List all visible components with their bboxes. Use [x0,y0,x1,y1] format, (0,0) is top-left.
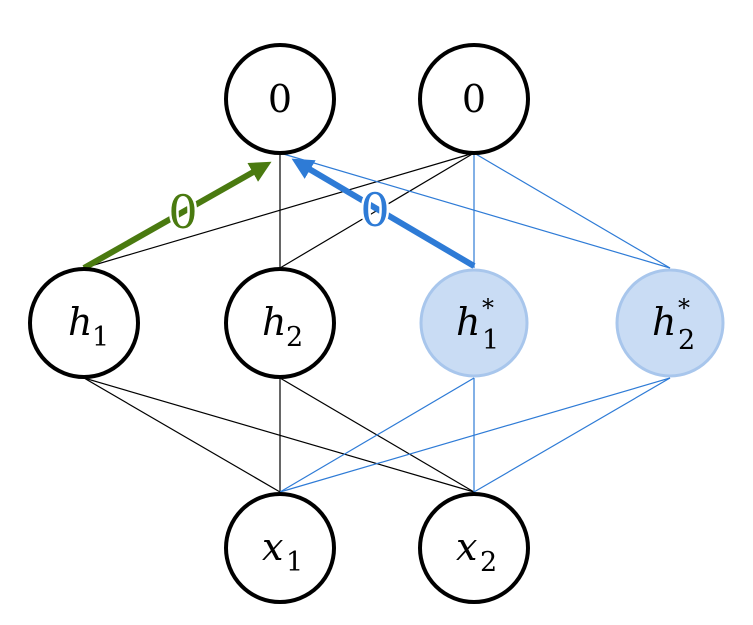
svg-text:h: h [456,300,480,344]
svg-text:h: h [262,300,286,344]
blue-edge-label: 0 [360,183,389,237]
svg-text:h: h [652,300,676,344]
h2-sub: 2 [286,322,303,353]
h2-base: h [262,300,286,344]
output-node-1: 0 [224,43,336,155]
x1-base: x [262,525,283,569]
blue-arrow [291,158,476,269]
input-node-x1: x 1 [224,492,336,604]
edge-h1-x2 [83,377,475,493]
edge-h2s-out1 [279,152,671,269]
svg-text:x: x [262,525,283,569]
output-node-1-label: 0 [268,77,292,121]
edge-h2s-x2 [473,377,671,493]
h1-sub: 1 [92,322,109,353]
output-node-2: 0 [418,43,530,155]
edge-h1-out2 [83,152,475,269]
h2s-base: h [652,300,676,344]
h1s-sub: 1 [482,325,499,356]
edge-h2s-out2 [473,152,671,269]
x2-base: x [456,525,477,569]
aux-hidden-node-h2-star: h * 2 [615,268,725,378]
x1-sub: 1 [286,547,303,578]
edge-h1s-x1 [279,377,475,493]
svg-text:h: h [68,300,92,344]
x2-sub: 2 [480,547,497,578]
edge-h1-x1 [83,377,281,493]
hidden-node-h1: h 1 [28,267,140,379]
h1s-base: h [456,300,480,344]
blue-edges [279,152,671,493]
h2s-sub: 2 [678,325,695,356]
h1s-sup: * [482,294,494,322]
h2s-sup: * [678,294,690,322]
h1-base: h [68,300,92,344]
edge-h2s-x1 [279,377,671,493]
svg-text:x: x [456,525,477,569]
input-node-x2: x 2 [418,492,530,604]
green-arrow [82,161,272,271]
aux-hidden-node-h1-star: h * 1 [419,268,529,378]
hidden-node-h2: h 2 [224,267,336,379]
green-edge-label: 0 [168,185,197,239]
output-node-2-label: 0 [462,77,486,121]
